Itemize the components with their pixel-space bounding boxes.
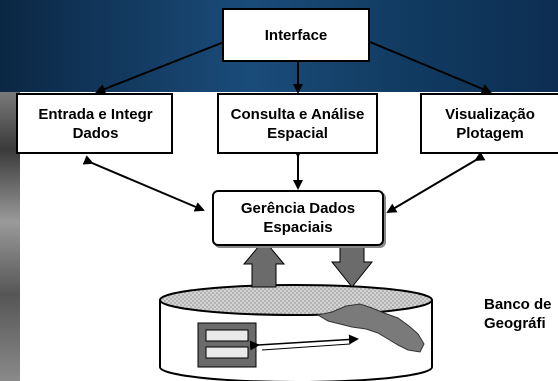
thick-arrow-down	[330, 239, 374, 288]
arrow-table-map	[249, 334, 359, 351]
arrow-visualizacao-gerencia	[386, 151, 486, 214]
arrow-entrada-gerencia	[82, 155, 205, 212]
database-label: Banco de Geográfi	[484, 295, 558, 333]
database-cylinder-top	[159, 284, 433, 316]
database-label-line2: Geográfi	[484, 315, 546, 332]
map-icon	[316, 303, 425, 353]
node-interface-label: Interface	[264, 26, 328, 44]
node-visualizacao-line2: Plotagem	[456, 124, 524, 142]
node-gerencia-line1: Gerência Dados	[240, 200, 356, 217]
thick-arrow-up	[242, 239, 286, 288]
node-gerencia-dados: Gerência Dados Espaciais	[212, 190, 384, 246]
node-entrada-line2: Dados	[72, 124, 119, 142]
node-visualizacao-plotagem: Visualização Plotagem	[420, 93, 558, 154]
node-consulta-analise: Consulta e Análise Espacial	[217, 93, 378, 154]
node-entrada-line1: Entrada e Integr	[38, 105, 153, 123]
node-consulta-line2: Espacial	[267, 124, 328, 142]
table-icon	[197, 322, 257, 368]
node-interface: Interface	[222, 8, 370, 62]
node-consulta-line1: Consulta e Análise	[230, 105, 365, 123]
arrow-interface-entrada	[95, 41, 225, 94]
node-gerencia-line2: Espaciais	[263, 219, 333, 236]
node-visualizacao-line1: Visualização	[445, 105, 535, 123]
arrow-interface-visualizacao	[369, 41, 492, 94]
arrow-table-map-inner	[261, 343, 351, 351]
database-label-line1: Banco de	[484, 296, 552, 313]
node-entrada-integracao: Entrada e Integr Dados	[16, 93, 173, 154]
left-photo-strip	[0, 92, 20, 381]
